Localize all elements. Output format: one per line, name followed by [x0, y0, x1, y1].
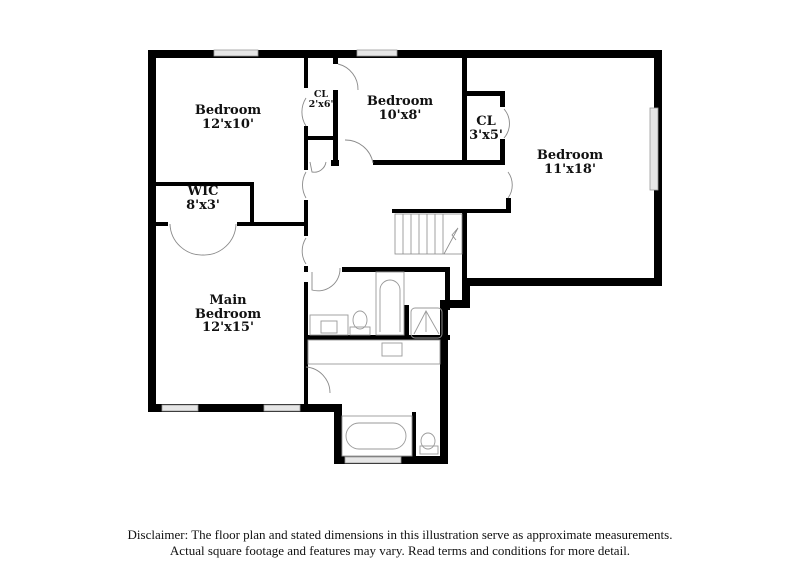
toilet — [352, 310, 368, 330]
window — [356, 49, 398, 57]
shower — [410, 307, 443, 339]
door-swing — [169, 223, 204, 256]
doors — [169, 63, 513, 394]
room-label-main-bedroom: Main Bedroom 12'x15' — [195, 294, 261, 335]
bathtub — [345, 422, 407, 450]
door-swing — [344, 139, 374, 164]
window — [161, 404, 199, 412]
room-name: Main — [209, 293, 247, 308]
toilet — [420, 432, 436, 450]
room-dims: 11'x18' — [544, 161, 596, 177]
room-label-closet-1: CL 2'x6' — [309, 90, 334, 110]
window — [263, 404, 301, 412]
room-dims: 8'x3' — [186, 197, 220, 213]
door-swing — [309, 161, 327, 173]
sink — [320, 320, 338, 334]
room-dims: 3'x5' — [469, 127, 503, 143]
window — [213, 49, 259, 57]
room-name: WIC — [187, 184, 219, 199]
bath-fixtures — [307, 271, 443, 457]
door-swing — [311, 267, 341, 292]
disclaimer-line-2: Actual square footage and features may v… — [169, 543, 631, 558]
room-name: Bedroom — [366, 94, 434, 109]
door-swing — [301, 237, 307, 265]
interior-walls — [156, 56, 511, 456]
room-name: Bedroom — [536, 148, 604, 163]
room-label-bedroom-2: Bedroom 10'x8' — [367, 95, 433, 122]
room-label-wic: WIC 8'x3' — [186, 185, 220, 212]
disclaimer-line-1: Disclaimer: The floor plan and stated di… — [127, 527, 673, 542]
room-dims: 2'x6' — [308, 98, 334, 110]
door-swing — [302, 171, 307, 199]
door-swing — [503, 108, 510, 139]
window — [344, 456, 402, 464]
door-swing — [305, 366, 331, 394]
windows — [161, 49, 659, 464]
room-label-bedroom-1: Bedroom 12'x10' — [195, 104, 261, 131]
room-name: Bedroom — [194, 103, 262, 118]
bathtub — [375, 271, 405, 336]
room-name: CL — [476, 114, 496, 129]
door-swing — [337, 63, 359, 91]
staircase — [394, 213, 463, 255]
disclaimer: Disclaimer: The floor plan and stated di… — [0, 527, 800, 559]
room-dims: 12'x10' — [202, 116, 254, 132]
room-name: CL — [313, 89, 329, 100]
window — [649, 107, 659, 191]
room-dims: 10'x8' — [378, 107, 422, 123]
door-swing — [301, 97, 307, 127]
room-name: Bedroom — [194, 306, 262, 322]
room-label-closet-2: CL 3'x5' — [469, 115, 503, 142]
sink — [381, 342, 403, 357]
door-swing — [202, 223, 237, 256]
door-swing — [507, 171, 513, 199]
room-label-bedroom-3: Bedroom 11'x18' — [537, 149, 603, 176]
room-dims: 12'x15' — [202, 320, 254, 336]
